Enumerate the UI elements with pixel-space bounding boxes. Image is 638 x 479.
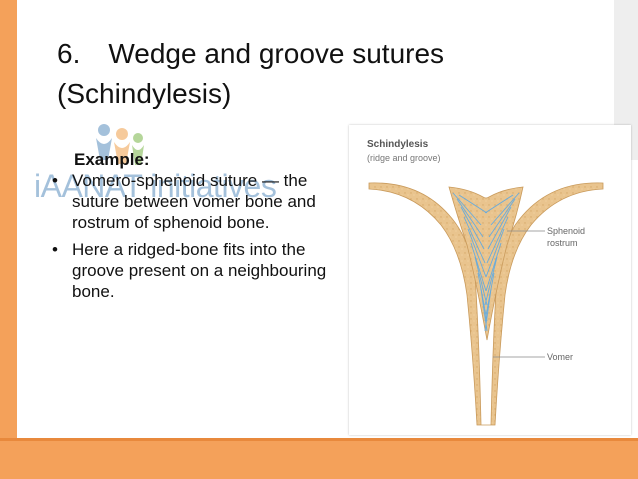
suture-diagram	[368, 182, 604, 426]
bottom-stripe	[0, 438, 638, 441]
vomer-bone	[368, 182, 604, 426]
left-orange-border	[0, 0, 17, 479]
title-number: 6.	[57, 38, 81, 69]
bullet-item: • Here a ridged-bone fits into the groov…	[52, 239, 337, 302]
watermark-text: iAANAT initiatives	[34, 168, 277, 204]
example-label: Example:	[74, 150, 150, 169]
bullet-text: Vomero-sphenoid suture — the suture betw…	[72, 171, 316, 232]
bullet-dot-icon: •	[52, 240, 58, 259]
vomer-label: Vomer	[547, 352, 574, 362]
bottom-orange-band	[0, 441, 638, 479]
sphenoid-label: Sphenoid rostrum	[547, 226, 586, 248]
figure-title: Schindylesis	[367, 139, 429, 150]
schindylesis-figure: Schindylesis (ridge and groove)	[349, 125, 631, 435]
title-line2: (Schindylesis)	[57, 78, 232, 109]
slide-canvas: iAANAT initiatives 6. Wedge and groove su…	[17, 0, 631, 438]
people-logo-icon	[96, 124, 144, 165]
title-line1: Wedge and groove sutures	[108, 38, 445, 69]
bullet-text: Here a ridged-bone fits into the groove …	[72, 240, 327, 301]
bullet-dot-icon: •	[52, 171, 58, 190]
figure-subtitle: (ridge and groove)	[367, 153, 441, 163]
bullet-item: • Vomero-sphenoid suture — the suture be…	[52, 170, 337, 233]
bullet-list: • Vomero-sphenoid suture — the suture be…	[52, 170, 337, 308]
suture-fibers	[452, 192, 520, 332]
watermark-logo: iAANAT initiatives	[34, 120, 284, 225]
slide-title: 6. Wedge and groove sutures (Schindylesis…	[57, 34, 527, 114]
